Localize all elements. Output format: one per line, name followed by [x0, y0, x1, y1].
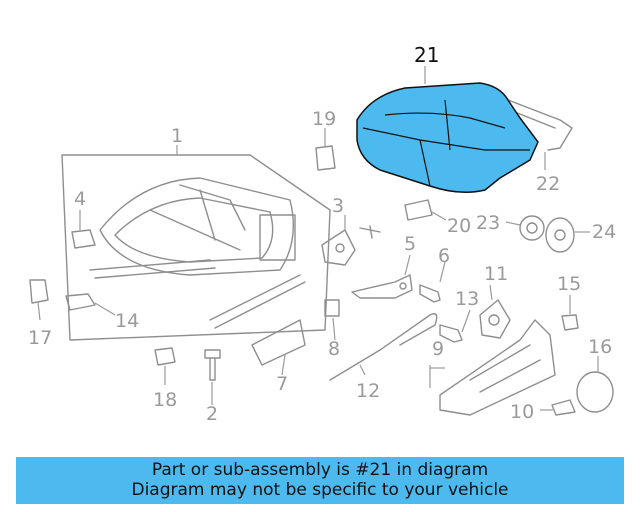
part-18-clip: [154, 347, 176, 366]
callout-14: 14: [115, 310, 139, 332]
callout-labels: 21 1 2 3 4 5 6 7 8 9 10 11 12 13 14 15 1…: [28, 43, 616, 425]
callout-3: 3: [332, 195, 344, 217]
part-12-cable: [329, 313, 438, 381]
part-1-seat-frame: [61, 154, 331, 341]
callout-11: 11: [484, 263, 508, 285]
callout-10: 10: [510, 401, 534, 423]
callout-23: 23: [476, 212, 500, 234]
callout-9: 9: [432, 338, 444, 360]
caption-banner: Part or sub-assembly is #21 in diagram D…: [16, 457, 624, 504]
callout-7: 7: [276, 373, 288, 395]
callout-22: 22: [536, 173, 560, 195]
part-16-knob: [576, 371, 614, 413]
callout-16: 16: [588, 336, 612, 358]
caption-line-1: Part or sub-assembly is #21 in diagram: [151, 460, 489, 480]
part-17-clip: [29, 279, 49, 304]
callout-19: 19: [312, 108, 336, 130]
leader-lines: [37, 66, 599, 411]
part-10-screw: [551, 399, 576, 416]
callout-21: 21: [414, 43, 439, 67]
callout-12: 12: [356, 380, 380, 402]
callout-13: 13: [455, 288, 479, 310]
part-3-bracket: [321, 225, 381, 266]
part-4-clip: [71, 229, 96, 249]
callout-5: 5: [404, 233, 416, 255]
callout-4: 4: [74, 188, 86, 210]
part-19-clip: [315, 145, 336, 171]
part-15-clip: [561, 314, 579, 331]
part-7-cover: [251, 319, 306, 366]
part-20-clip: [404, 199, 433, 221]
callout-8: 8: [328, 338, 340, 360]
part-6-bolt: [419, 284, 441, 303]
part-24-bushing: [545, 217, 575, 253]
callout-6: 6: [438, 245, 450, 267]
part-21-seat-cushion: [356, 82, 539, 193]
callout-15: 15: [557, 273, 581, 295]
part-13-bolt: [439, 324, 463, 343]
callout-1: 1: [171, 125, 183, 147]
part-9-side-cover: [439, 319, 556, 416]
caption-line-2: Diagram may not be specific to your vehi…: [131, 480, 509, 500]
part-11-recliner: [479, 299, 511, 339]
part-8-clip: [324, 299, 340, 317]
part-23-bushing: [519, 215, 545, 241]
callout-20: 20: [447, 215, 471, 237]
callout-24: 24: [592, 221, 616, 243]
part-14-bracket: [65, 293, 96, 311]
callout-2: 2: [206, 403, 218, 425]
callout-18: 18: [153, 389, 177, 411]
callout-17: 17: [28, 327, 52, 349]
part-2-bolt: [204, 349, 221, 381]
part-5-bracket: [351, 274, 413, 299]
